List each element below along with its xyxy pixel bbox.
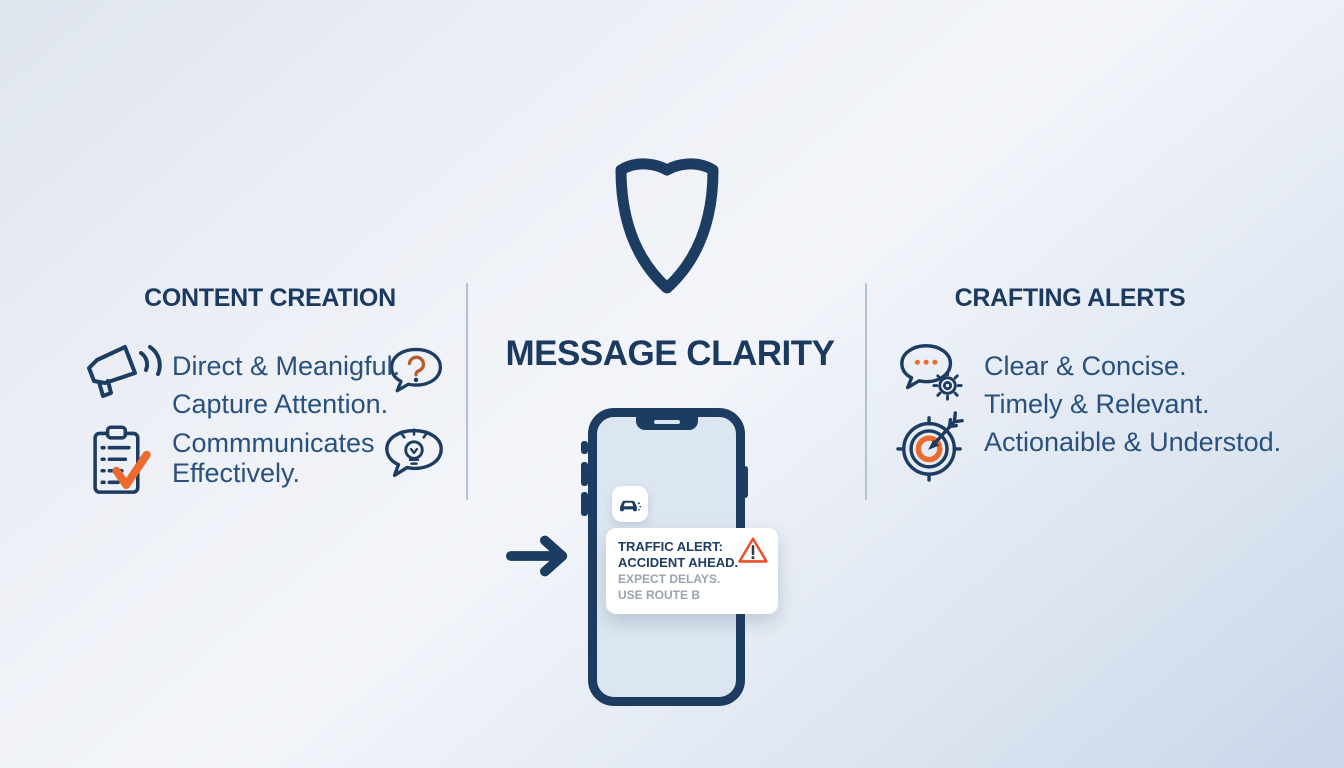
- left-item-2: Capture Attention.: [172, 389, 389, 419]
- right-arrow-icon: [505, 532, 575, 580]
- right-item-3: Actionaible & Understod.: [984, 427, 1282, 457]
- divider-left: [466, 283, 468, 500]
- phone-speaker-slot: [653, 420, 680, 424]
- phone-notch: [635, 416, 698, 430]
- divider-right: [865, 283, 867, 500]
- notification-body-line-2: USE ROUTE B: [618, 588, 701, 602]
- left-item-1: Direct & Meanigful.: [172, 351, 401, 381]
- question-bubble-icon: [386, 344, 446, 398]
- phone-button-volume-down: [581, 492, 588, 516]
- right-item-2: Timely & Relevant.: [984, 389, 1210, 419]
- shield-icon: [605, 148, 729, 298]
- chat-gear-icon: [897, 340, 965, 402]
- notification-title-line-1: TRAFFIC ALERT:: [618, 539, 723, 554]
- warning-triangle-icon: [737, 536, 769, 565]
- left-panel-heading: CONTENT CREATION: [144, 284, 396, 312]
- megaphone-icon: [82, 340, 168, 404]
- lightbulb-bubble-icon: [381, 420, 447, 482]
- car-accident-app-icon: [612, 486, 648, 522]
- page-title: MESSAGE CLARITY: [505, 334, 835, 373]
- notification-body-line-1: EXPECT DELAYS.: [618, 572, 721, 586]
- phone-button-volume-up: [581, 462, 588, 486]
- right-item-1: Clear & Concise.: [984, 351, 1187, 381]
- target-arrow-icon: [896, 408, 966, 482]
- left-item-3: Commmunicates Effectively.: [172, 428, 375, 488]
- phone-button-mute: [581, 441, 588, 454]
- right-panel-heading: CRAFTING ALERTS: [954, 284, 1186, 312]
- traffic-alert-notification: TRAFFIC ALERT: ACCIDENT AHEAD. EXPECT DE…: [606, 528, 778, 614]
- notification-title-line-2: ACCIDENT AHEAD.: [618, 555, 739, 570]
- clipboard-check-icon: [88, 421, 152, 501]
